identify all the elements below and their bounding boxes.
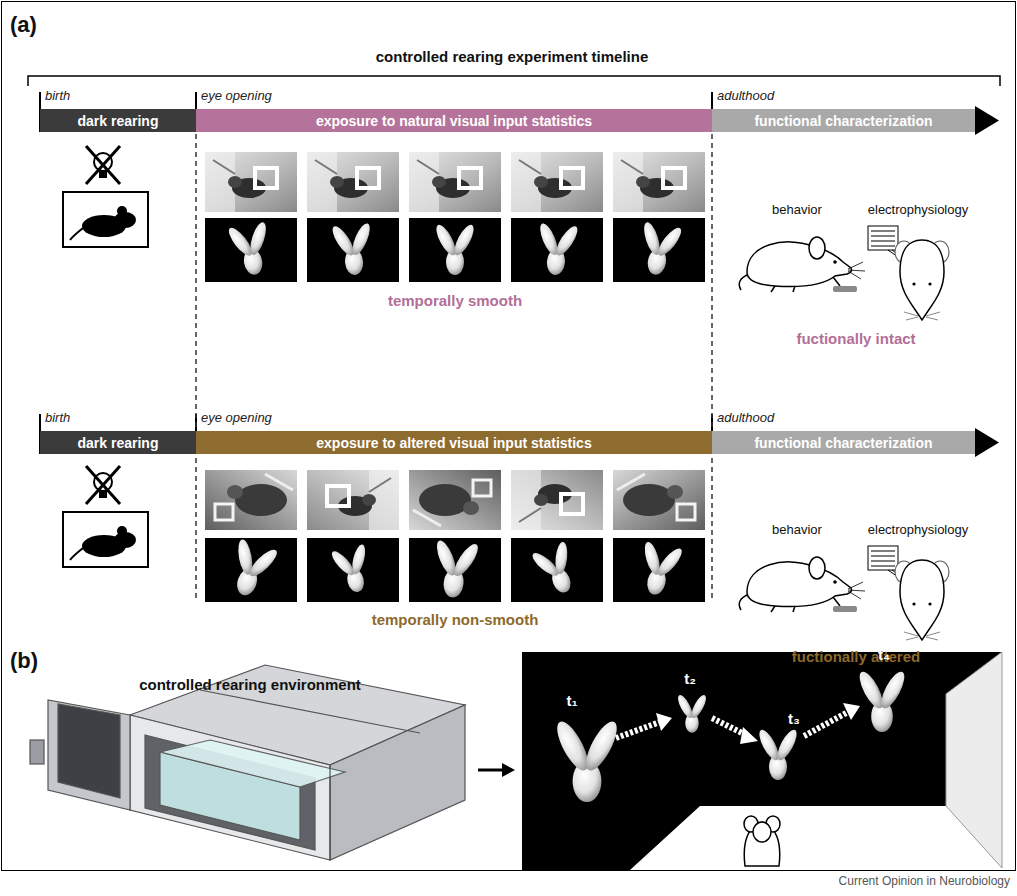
time-label: t₃: [788, 710, 800, 728]
condition-label: temporally non-smooth: [372, 611, 539, 629]
phase-heading: birth: [45, 88, 70, 104]
method-label: behavior: [772, 522, 822, 538]
timeline-bar: birthdark rearing: [40, 109, 196, 132]
outcome-label: fuctionally intact: [796, 330, 915, 348]
method-label: behavior: [772, 202, 822, 218]
phase-heading: adulthood: [717, 88, 774, 104]
journal-credit: Current Opinion in Neurobiology: [839, 874, 1010, 888]
phase-label: exposure to natural visual input statist…: [316, 114, 592, 128]
panel-title: controlled rearing experiment timeline: [376, 48, 649, 66]
method-label: electrophysiology: [868, 522, 968, 538]
video-frames: [205, 152, 705, 530]
phase-heading: eye opening: [201, 410, 272, 426]
timeline-bar: eye openingexposure to altered visual in…: [196, 431, 712, 454]
time-label: t₂: [684, 670, 696, 688]
timeline-bar: eye openingexposure to natural visual in…: [196, 109, 712, 132]
timeline-bracket: [28, 76, 1000, 86]
method-label: electrophysiology: [868, 202, 968, 218]
phase-heading: adulthood: [717, 410, 774, 426]
phase-heading: eye opening: [201, 88, 272, 104]
timeline-bar: birthdark rearing: [40, 431, 196, 454]
time-label: t₁: [566, 692, 577, 710]
timeline-axis: [40, 92, 999, 600]
timeline-bar: adulthoodfunctional characterization: [712, 431, 975, 454]
phase-label: functional characterization: [754, 436, 932, 450]
condition-label: temporally smooth: [388, 292, 522, 310]
rearing-apparatus: [30, 665, 465, 860]
timeline-bar: adulthoodfunctional characterization: [712, 109, 975, 132]
panel-letter: (b): [10, 648, 38, 674]
panel-letter: (a): [10, 12, 37, 38]
pointer-arrow: [478, 763, 515, 777]
phase-label: exposure to altered visual input statist…: [316, 436, 591, 450]
time-label: t₄: [878, 646, 890, 664]
dark-rearing-icon: [63, 146, 148, 567]
panel-title: controlled rearing environment: [139, 676, 361, 694]
figure-frame: [2, 2, 1016, 871]
phase-heading: birth: [45, 410, 70, 426]
phase-label: dark rearing: [78, 436, 159, 450]
phase-label: dark rearing: [78, 114, 159, 128]
phase-label: functional characterization: [754, 114, 932, 128]
rearing-scene: [522, 652, 1002, 870]
stimulus-frames: [205, 218, 705, 602]
outcome-label: fuctionally altered: [792, 648, 920, 666]
